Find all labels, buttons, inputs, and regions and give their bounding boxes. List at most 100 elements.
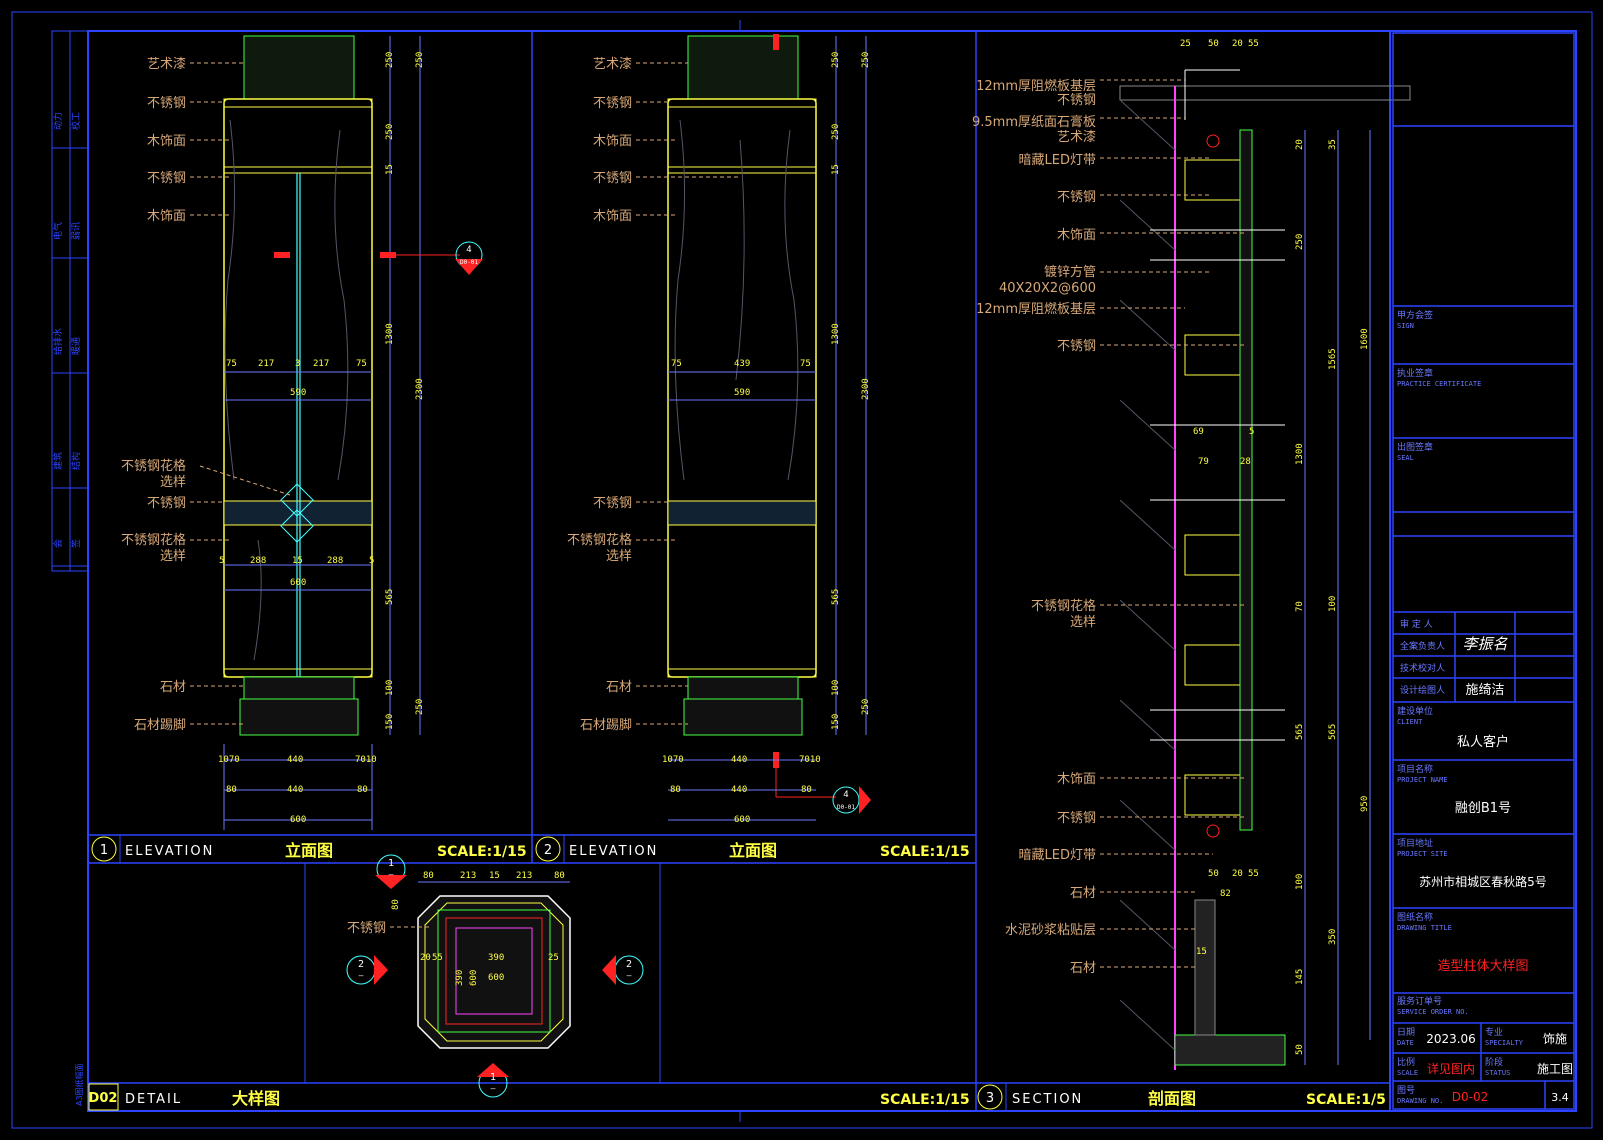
dim-text: 145 <box>1295 969 1305 985</box>
dim-text: 7010 <box>799 755 821 765</box>
dim-text: 1070 <box>662 755 684 765</box>
dim-text: 1600 <box>1360 328 1370 350</box>
view-scale: SCALE:1/5 <box>1306 1092 1386 1108</box>
sheet-frame <box>11 11 1593 1129</box>
dim-text: 80 <box>391 899 401 910</box>
dim-text: 15 <box>292 556 303 566</box>
dim-text: 79 <box>1198 457 1209 467</box>
callout-label: 不锈钢 <box>147 96 186 111</box>
dim-text: 250 <box>831 124 841 140</box>
dim-text: 565 <box>1328 724 1338 740</box>
dim-text: 150 <box>831 714 841 730</box>
dim-text: 55 <box>1248 39 1259 49</box>
view-title-d02: D02 DETAIL 大样图 SCALE:1/15 <box>88 1083 970 1111</box>
view-number: 1 <box>100 843 108 858</box>
dim-text: 80 <box>423 871 434 881</box>
tb-label: 项目名称 <box>1397 763 1433 775</box>
dim-text: 1300 <box>831 323 841 345</box>
dim-text: 440 <box>731 785 747 795</box>
callout-label: 水泥砂浆粘贴层 <box>1005 923 1096 938</box>
callout-label: 石材 <box>1070 886 1096 901</box>
callout-label: 不锈钢 <box>147 496 186 511</box>
signoff-discipline: 弱讯 <box>71 222 82 240</box>
tb-label: 专业 <box>1485 1026 1503 1038</box>
dim-text: 440 <box>287 755 303 765</box>
callout-label: 40X20X2@600 <box>999 281 1096 296</box>
view-title-cn: 立面图 <box>285 841 333 860</box>
dim-text: 15 <box>489 871 500 881</box>
dim-text: 350 <box>1328 929 1338 945</box>
callout-label: 不锈钢 <box>1057 811 1096 826</box>
tb-label: 图号 <box>1397 1085 1415 1096</box>
tb-label-en: SIGN <box>1397 322 1414 330</box>
tb-label-en: STATUS <box>1485 1069 1510 1077</box>
dim-text: 5 <box>369 556 374 566</box>
tb-label-en: SEAL <box>1397 454 1414 462</box>
tb-site: 苏州市相城区春秋路5号 <box>1419 874 1547 889</box>
dim-text: 80 <box>357 785 368 795</box>
dim-text: 20 <box>1232 39 1243 49</box>
callout-label: 选样 <box>160 549 186 564</box>
dim-text: 565 <box>1295 724 1305 740</box>
dim-text: 250 <box>385 52 395 68</box>
callout-label: 选样 <box>1070 615 1096 630</box>
view-title-1: 1 ELEVATION 立面图 SCALE:1/15 <box>91 835 527 863</box>
callout-label: 石材 <box>606 680 632 695</box>
tb-client: 私人客户 <box>1457 734 1509 750</box>
callout-label: 不锈钢花格 <box>121 458 186 474</box>
dim-text: 75 <box>671 359 682 369</box>
tb-label-en: PROJECT SITE <box>1397 850 1448 858</box>
dim-text: 75 <box>356 359 367 369</box>
tb-label: 执业签章 <box>1397 367 1433 379</box>
tb-label-en: CLIENT <box>1397 718 1423 726</box>
dim-text: 75 <box>226 359 237 369</box>
elevation-view-1: 4 D0-01 250 250 250 15 1300 2300 565 100… <box>121 35 483 830</box>
signoff-discipline: 校工 <box>70 112 82 130</box>
dim-text: 25 <box>1180 39 1191 49</box>
dim-text: 600 <box>488 973 504 983</box>
view-title-2: 2 ELEVATION 立面图 SCALE:1/15 <box>535 835 970 863</box>
tb-scale: 详见图内 <box>1427 1061 1475 1076</box>
dim-text: 2300 <box>415 378 425 400</box>
dim-text: 55 <box>1248 869 1259 879</box>
callout-label: 艺术漆 <box>593 56 632 72</box>
dim-text: 50 <box>1208 869 1219 879</box>
callout-label: 选样 <box>160 475 186 490</box>
dim-text: 1300 <box>1295 443 1305 465</box>
dim-text: 600 <box>734 815 750 825</box>
dim-text: 1565 <box>1328 348 1338 370</box>
callout-label: 不锈钢 <box>1057 93 1096 108</box>
section-tag-number: 1 <box>388 858 394 869</box>
tb-signature: 李振名 <box>1462 635 1508 653</box>
dim-text: 5 <box>1249 427 1254 437</box>
section-marker: 2 — <box>346 955 388 985</box>
elevation-view-2: 4 D0-01 250 250 250 15 1300 2300 565 100… <box>567 34 871 825</box>
section-tag-sheet: — <box>491 1084 496 1093</box>
dim-text: 217 <box>313 359 329 369</box>
dim-text: 100 <box>385 680 395 696</box>
dim-text: 20 <box>420 953 431 963</box>
section-tag-sheet: D0-01 <box>837 804 855 811</box>
tb-page-no: 3.4 <box>1551 1091 1569 1104</box>
tb-project: 融创B1号 <box>1455 801 1511 816</box>
callout-label: 木饰面 <box>147 209 186 224</box>
tb-role: 全案负责人 <box>1400 640 1445 652</box>
dim-text: 250 <box>1295 234 1305 250</box>
dim-text: 20 <box>1295 139 1305 150</box>
dim-text: 100 <box>1328 596 1338 612</box>
view-scale: SCALE:1/15 <box>880 844 970 860</box>
callout-label: 艺术漆 <box>1057 129 1096 145</box>
view-number: 2 <box>544 843 552 858</box>
signoff-discipline: 结构 <box>70 452 82 470</box>
dim-text: 35 <box>1328 139 1338 150</box>
dim-text: 250 <box>861 52 871 68</box>
tb-label: 日期 <box>1397 1027 1415 1038</box>
tb-specialty: 饰施 <box>1543 1032 1567 1046</box>
tb-label: 建设单位 <box>1397 705 1433 717</box>
callout-label: 艺术漆 <box>147 56 186 72</box>
dim-text: 80 <box>801 785 812 795</box>
callout-label: 不锈钢 <box>593 171 632 186</box>
section-tag-number: 4 <box>466 245 471 255</box>
dim-text: 25 <box>548 953 559 963</box>
view-number: D02 <box>89 1091 118 1106</box>
